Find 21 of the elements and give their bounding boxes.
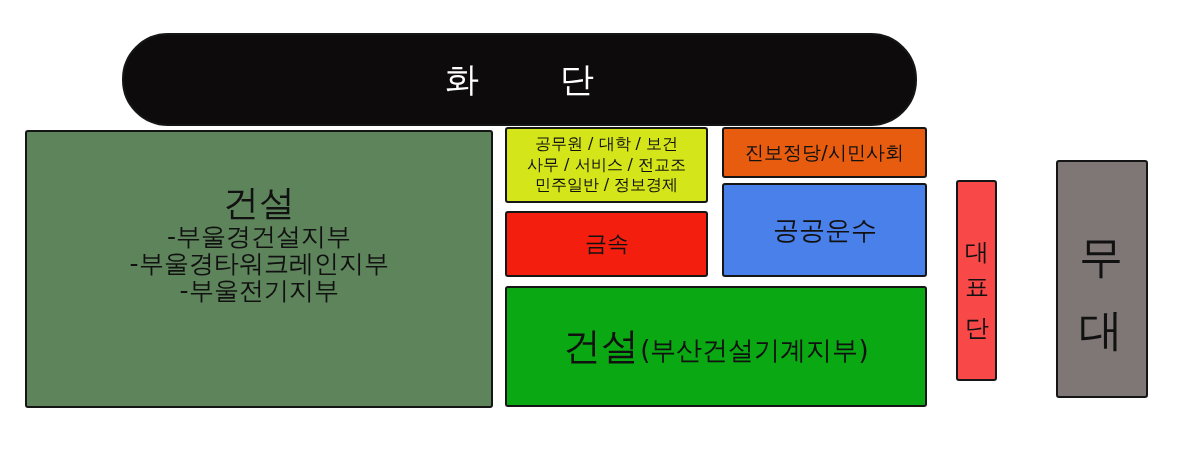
seating-block — [505, 286, 927, 407]
block-label: 진보정당/시민사회 — [745, 142, 904, 163]
block-label: 공무원 / 대학 / 보건 사무 / 서비스 / 전교조 민주일반 / 정보경제 — [525, 133, 688, 197]
stage-block — [1056, 160, 1148, 398]
block-label: -부울경건설지부 — [167, 222, 351, 250]
block-heading: 건설 — [563, 326, 640, 367]
band-label: 화 단 — [445, 61, 594, 98]
block-label: 금속 — [584, 232, 629, 256]
seating-block — [956, 180, 997, 381]
seating-block — [722, 183, 927, 277]
seating-block — [505, 211, 708, 277]
seating-block — [505, 127, 708, 203]
block-label: 공공운수 — [772, 215, 877, 245]
block-label: 대표단 — [963, 223, 990, 338]
block-label: -부울전기지부 — [179, 276, 339, 304]
stage-label: 무대 — [1078, 209, 1126, 349]
block-label: (부산건설기계지부) — [640, 336, 869, 365]
block-heading: 건설 — [223, 184, 295, 223]
seating-block — [722, 127, 927, 178]
seating-block — [25, 130, 493, 408]
block-label: -부울경타워크레인지부 — [129, 249, 389, 277]
